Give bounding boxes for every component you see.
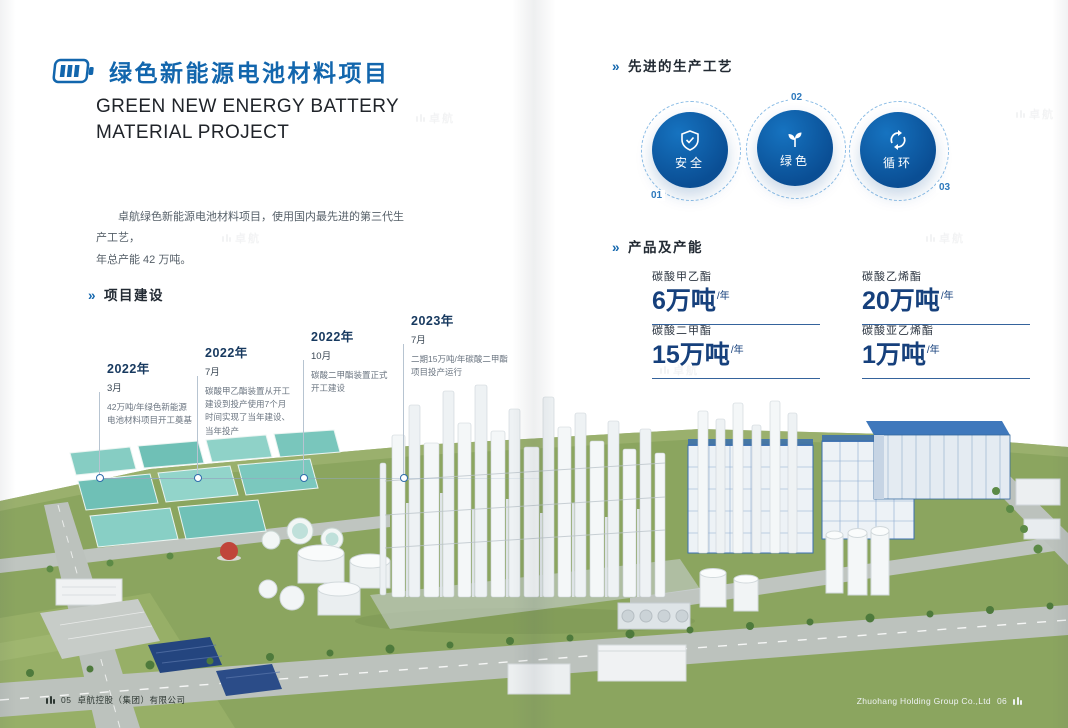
- milestone-description: 碳酸二甲酯装置正式 开工建设: [311, 370, 388, 394]
- brand-watermark: 卓航: [926, 230, 965, 246]
- product-capacity: 15万吨: [652, 341, 730, 369]
- milestone-month: 3月: [107, 383, 122, 394]
- timeline-dot: [194, 474, 202, 482]
- product-unit: /年: [730, 345, 744, 356]
- milestone-year: 2022年: [107, 362, 150, 376]
- battery-icon: [52, 58, 94, 84]
- badge-number: 02: [788, 92, 806, 103]
- timeline-connector: [403, 344, 404, 478]
- timeline-dot: [300, 474, 308, 482]
- product-card: 碳酸甲乙酯 6万吨/年: [652, 268, 820, 325]
- timeline-connector: [197, 376, 198, 478]
- brand-watermark: 卓航: [222, 230, 261, 246]
- page-number-right: 06: [996, 696, 1007, 706]
- badge-ring: [641, 101, 741, 201]
- product-unit: /年: [716, 291, 730, 302]
- badge-label: 安全: [674, 156, 705, 170]
- process-badge-recycle: 循环: [860, 112, 936, 188]
- section-title-construction: »项目建设: [88, 288, 165, 303]
- timeline-milestone: 2023年 7月 二期15万吨/年碳酸二甲酯 项目投产运行: [403, 310, 531, 379]
- leaf-icon: [788, 132, 802, 147]
- milestone-description: 42万吨/年绿色新能源 电池材料项目开工奠基: [107, 402, 193, 426]
- badge-number: 01: [648, 190, 666, 201]
- timeline-milestone: 2022年 7月 碳酸甲乙酯装置从开工 建设到投产使用7个月 时间实现了当年建设…: [197, 342, 325, 438]
- product-unit: /年: [926, 345, 940, 356]
- badge-ring: [849, 101, 949, 201]
- logo-bars-icon: [222, 234, 231, 242]
- section-chevron-icon: »: [612, 59, 622, 74]
- product-name: 碳酸乙烯酯: [862, 271, 922, 283]
- footer-right: Zhuohang Holding Group Co.,Ltd 06: [857, 696, 1022, 706]
- brand-watermark: 卓航: [416, 110, 455, 126]
- brand-watermark: 卓航: [660, 362, 699, 378]
- company-name-cn: 卓航控股（集团）有限公司: [77, 695, 186, 705]
- milestone-month: 7月: [411, 335, 426, 346]
- milestone-year: 2023年: [411, 314, 454, 328]
- milestone-description: 二期15万吨/年碳酸二甲酯 项目投产运行: [411, 354, 508, 378]
- logo-bars-icon: [1013, 697, 1022, 705]
- footer-left: 05 卓航控股（集团）有限公司: [46, 694, 185, 706]
- product-name: 碳酸二甲酯: [652, 325, 712, 337]
- brand-watermark: 卓航: [1016, 106, 1055, 122]
- section-title-process: »先进的生产工艺: [612, 59, 734, 74]
- factory-aerial-render: [0, 384, 1068, 728]
- section-title-products: »产品及产能: [612, 240, 704, 255]
- section-chevron-icon: »: [88, 288, 98, 303]
- milestone-month: 10月: [311, 351, 332, 362]
- product-unit: /年: [940, 291, 954, 302]
- milestone-description: 碳酸甲乙酯装置从开工 建设到投产使用7个月 时间实现了当年建设、 当年投产: [205, 386, 291, 436]
- milestone-month: 7月: [205, 367, 220, 378]
- timeline-dot: [400, 474, 408, 482]
- shield-icon: [681, 130, 699, 151]
- timeline-baseline: [99, 478, 540, 479]
- section-chevron-icon: »: [612, 240, 622, 255]
- product-card: 碳酸二甲酯 15万吨/年: [652, 322, 820, 379]
- product-card: 碳酸亚乙烯酯 1万吨/年: [862, 322, 1030, 379]
- product-capacity: 20万吨: [862, 287, 940, 315]
- page-title: 绿色新能源电池材料项目: [109, 60, 390, 86]
- process-badge-green: 绿色: [757, 110, 833, 186]
- timeline-connector: [303, 360, 304, 478]
- badge-number: 03: [936, 182, 954, 193]
- company-name-en: Zhuohang Holding Group Co.,Ltd: [856, 696, 991, 706]
- timeline-connector: [99, 392, 100, 478]
- product-capacity: 1万吨: [862, 341, 926, 369]
- product-capacity: 6万吨: [652, 287, 716, 315]
- logo-bars-icon: [660, 366, 669, 374]
- recycle-icon: [890, 130, 906, 150]
- page-title-english: GREEN NEW ENERGY BATTERY MATERIAL PROJEC…: [96, 96, 400, 144]
- badge-label: 循环: [882, 156, 913, 170]
- timeline-milestone: 2022年 10月 碳酸二甲酯装置正式 开工建设: [303, 326, 431, 395]
- product-name: 碳酸亚乙烯酯: [862, 325, 934, 337]
- page-number-left: 05: [61, 695, 72, 705]
- process-badge-safety: 安全: [652, 112, 728, 188]
- logo-bars-icon: [46, 696, 55, 704]
- milestone-year: 2022年: [205, 346, 248, 360]
- timeline-dot: [96, 474, 104, 482]
- product-card: 碳酸乙烯酯 20万吨/年: [862, 268, 1030, 325]
- logo-bars-icon: [416, 114, 425, 122]
- milestone-year: 2022年: [311, 330, 354, 344]
- project-intro: 卓航绿色新能源电池材料项目，使用国内最先进的第三代生产工艺， 年总产能 42 万…: [96, 211, 404, 266]
- badge-label: 绿色: [779, 154, 810, 168]
- logo-bars-icon: [926, 234, 935, 242]
- timeline-milestone: 2022年 3月 42万吨/年绿色新能源 电池材料项目开工奠基: [99, 358, 227, 427]
- product-name: 碳酸甲乙酯: [652, 271, 712, 283]
- logo-bars-icon: [1016, 110, 1025, 118]
- project-title-block: 绿色新能源电池材料项目: [52, 54, 390, 88]
